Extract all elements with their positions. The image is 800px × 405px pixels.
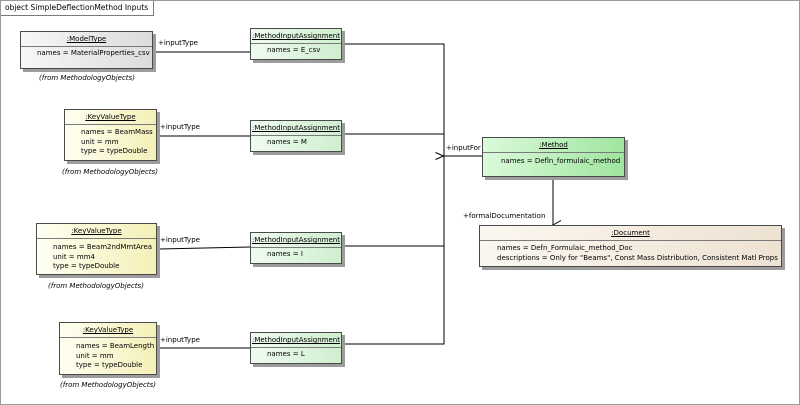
key-value-object[interactable]: :KeyValueType names = Beam2ndMmtArea uni… [36,223,157,275]
diagram-frame-tab: object SimpleDeflectionMethod Inputs [1,1,154,16]
input-for-role-label: +inputFor [446,144,481,152]
package-note: (from MethodologyObjects) [39,74,135,82]
object-name: :MethodInputAssignment [252,32,340,40]
object-attribute: type = typeDouble [81,147,148,155]
object-attribute: names = Beam2ndMmtArea [53,243,153,251]
method-input-assignment-object[interactable]: :MethodInputAssignment names = I [250,232,342,264]
key-value-object[interactable]: :KeyValueType names = BeamMass unit = mm… [64,109,157,161]
input-type-role-label: +inputType [160,123,200,131]
input-type-role-label: +inputType [158,39,198,47]
object-attribute: descriptions = Only for "Beams", Const M… [497,253,778,262]
method-object[interactable]: :Method names = Defln_formulaic_method [482,137,625,177]
input-for-connector-3 [341,156,445,247]
input-type-role-label: +inputType [160,236,200,244]
object-attribute: names = Defn_Formulaic_method_Doc [497,244,633,252]
object-attribute: type = typeDouble [76,361,143,369]
object-attribute: unit = mm [81,137,119,146]
diagram-title: object SimpleDeflectionMethod Inputs [5,3,149,12]
object-name: :MethodInputAssignment [252,124,340,132]
method-input-assignment-object[interactable]: :MethodInputAssignment names = M [250,120,342,152]
document-object[interactable]: :Document names = Defn_Formulaic_method_… [479,225,782,267]
input-for-connector-1 [341,43,445,156]
object-attribute: names = M [267,138,307,146]
object-attribute: names = I [267,250,303,258]
object-attribute: names = BeamLength [76,342,155,350]
object-attribute: names = Defln_formulaic_method [501,157,621,165]
input-type-role-label: +inputType [160,336,200,344]
input-for-connector-4 [341,246,445,345]
method-input-assignment-object[interactable]: :MethodInputAssignment names = L [250,332,342,364]
object-attribute: names = E_csv [267,46,321,54]
object-attribute: names = BeamMass [81,128,153,136]
model-type-object[interactable]: :ModelType names = MaterialProperties_cs… [20,31,153,69]
object-attribute: names = L [267,350,305,358]
formal-documentation-role-label: +formalDocumentation [463,212,546,220]
object-name: :KeyValueType [82,326,134,334]
key-value-object[interactable]: :KeyValueType names = BeamLength unit = … [59,322,157,375]
package-note: (from MethodologyObjects) [62,168,158,176]
method-input-assignment-object[interactable]: :MethodInputAssignment names = E_csv [250,28,342,60]
object-name: :MethodInputAssignment [252,236,340,244]
package-note: (from MethodologyObjects) [60,381,156,389]
object-name: :MethodInputAssignment [252,336,340,344]
object-name: :Document [611,229,650,237]
object-attribute: unit = mm4 [53,252,95,261]
package-note: (from MethodologyObjects) [48,282,144,290]
object-attribute: type = typeDouble [53,262,120,270]
object-name: :KeyValueType [71,227,122,235]
object-attribute: unit = mm [76,351,114,360]
object-name: :KeyValueType [85,113,136,121]
input-type-connector-3 [159,247,251,249]
object-name: :ModelType [66,35,107,43]
object-attribute: names = MaterialProperties_csv [37,49,150,57]
object-name: :Method [539,141,568,149]
